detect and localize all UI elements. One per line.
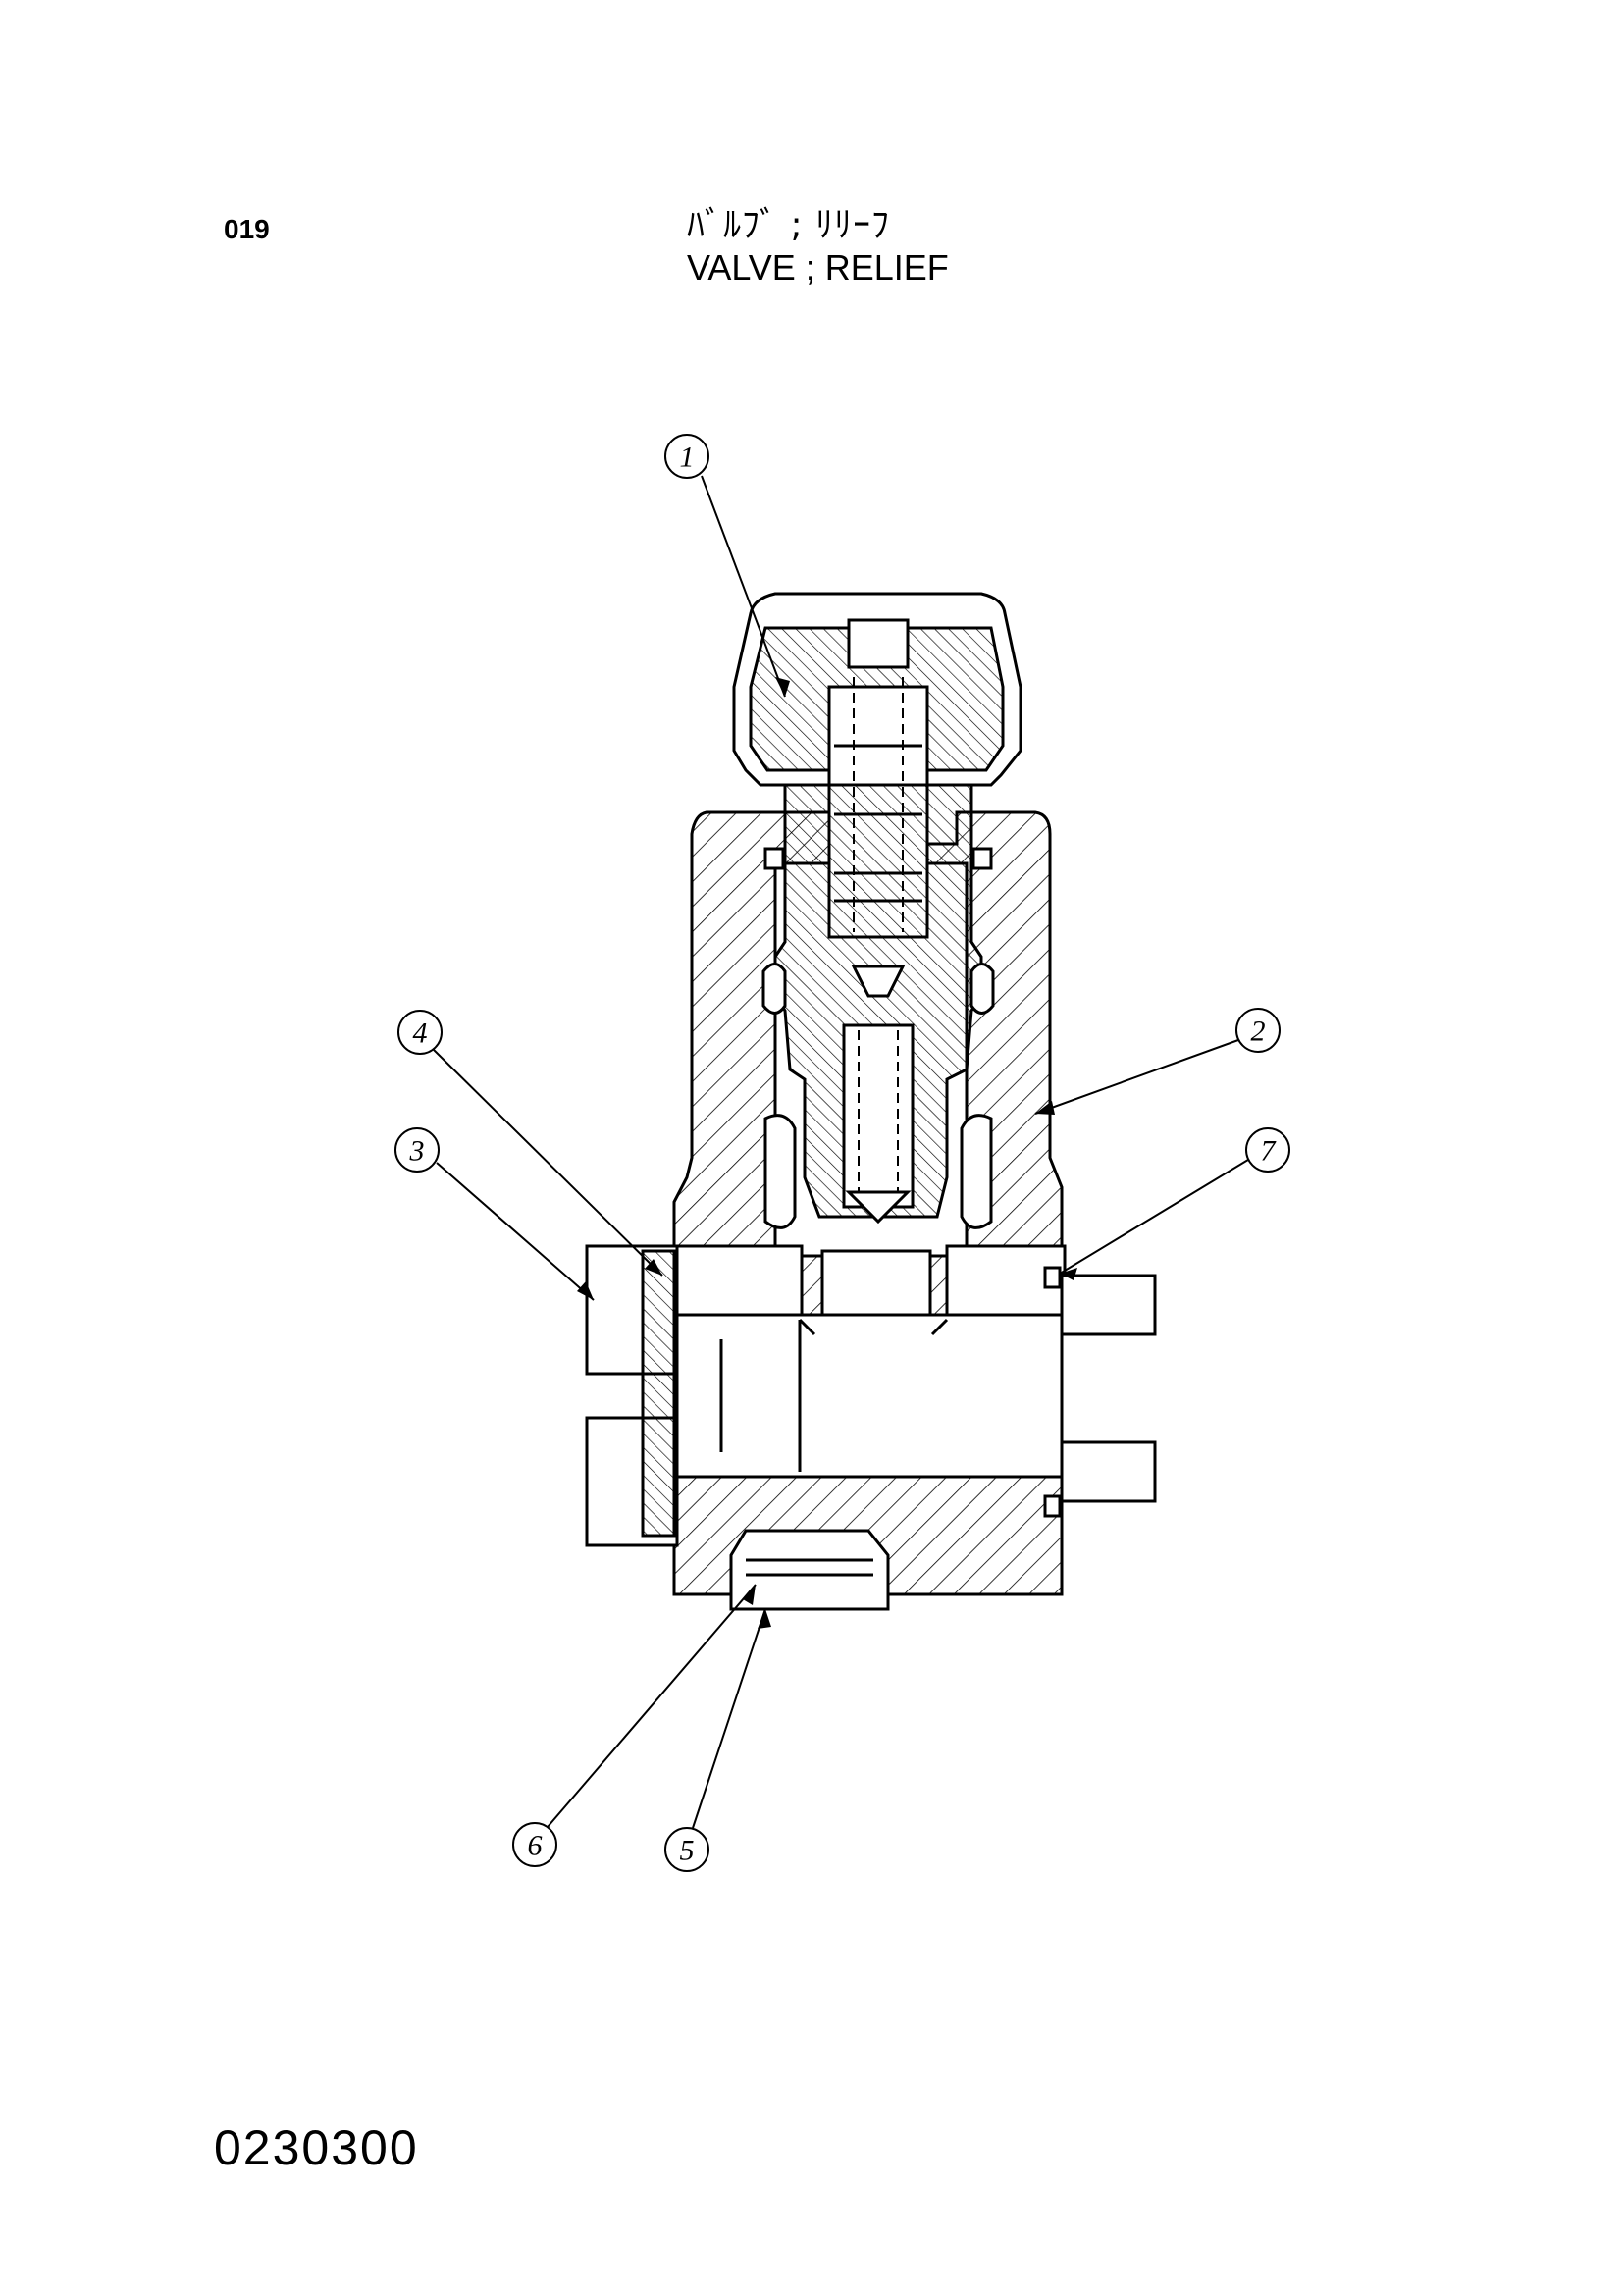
callout-label-4: 4 <box>413 1017 428 1050</box>
callout-2 <box>1235 1008 1281 1053</box>
callout-label-1: 1 <box>680 442 695 474</box>
page-number: 019 <box>224 214 270 244</box>
callout-7 <box>1245 1127 1290 1173</box>
callout-label-2: 2 <box>1251 1016 1266 1048</box>
callout-4 <box>397 1010 443 1055</box>
callout-label-5: 5 <box>680 1835 695 1867</box>
callout-label-6: 6 <box>528 1830 543 1862</box>
callout-5 <box>664 1827 709 1872</box>
callout-3 <box>394 1127 440 1173</box>
title-japanese: ﾊﾞﾙﾌﾞ ; ﾘﾘｰﾌ <box>687 205 891 245</box>
title-english: VALVE ; RELIEF <box>687 247 949 287</box>
callout-6 <box>512 1822 557 1867</box>
callout-label-3: 3 <box>409 1135 425 1168</box>
callout-label-7: 7 <box>1261 1135 1278 1168</box>
callout-1 <box>664 434 709 479</box>
drawing-number: 0230300 <box>214 2120 419 2175</box>
